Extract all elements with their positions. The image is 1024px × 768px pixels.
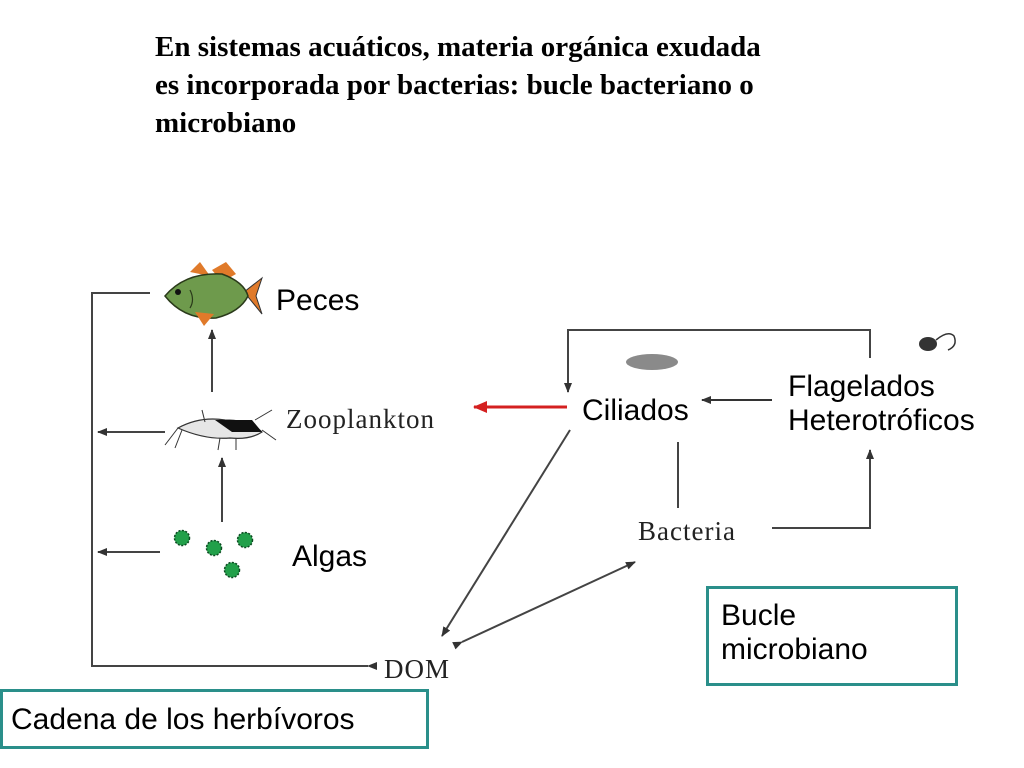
label-ciliados: Ciliados <box>582 394 689 427</box>
label-zooplankton: Zooplankton <box>286 404 435 434</box>
title-line-3: microbiano <box>155 107 297 139</box>
box-bucle-microbiano: Bucle microbiano <box>706 586 958 686</box>
label-dom: DOM <box>384 654 451 684</box>
diagram-title: En sistemas acuáticos, materia orgánica … <box>155 28 895 142</box>
box-bucle-line1: Bucle <box>721 599 797 632</box>
label-algas: Algas <box>292 540 368 573</box>
box-bucle-line2: microbiano <box>721 633 868 666</box>
label-peces: Peces <box>276 284 360 317</box>
arrow-bacteria-to-flagellates <box>772 449 874 529</box>
flagellate-icon <box>919 333 956 351</box>
label-flagelados-line1: Flagelados <box>788 370 935 403</box>
title-line-1: En sistemas acuáticos, materia orgánica … <box>155 31 761 63</box>
loop-arrow-dom-to-fish <box>91 292 377 670</box>
box-cadena-herbivoros: Cadena de los herbívoros <box>0 689 429 749</box>
fish-icon <box>164 262 263 326</box>
box-cadena-label: Cadena de los herbívoros <box>11 703 355 736</box>
label-flagelados-line2: Heterotróficos <box>788 404 975 437</box>
loop-arrow-flagellates-to-ciliates-top <box>564 329 871 393</box>
shrimp-icon <box>164 409 277 451</box>
title-line-2: es incorporada por bacterias: bucle bact… <box>155 69 754 101</box>
arrow-ciliates-to-dom <box>441 429 571 637</box>
label-bacteria: Bacteria <box>638 516 736 546</box>
label-flagelados: Flagelados Heterotróficos <box>788 370 975 438</box>
algae-icon <box>173 529 254 579</box>
ciliate-icon <box>626 354 678 370</box>
arrow-dom-bacteria <box>452 561 636 650</box>
